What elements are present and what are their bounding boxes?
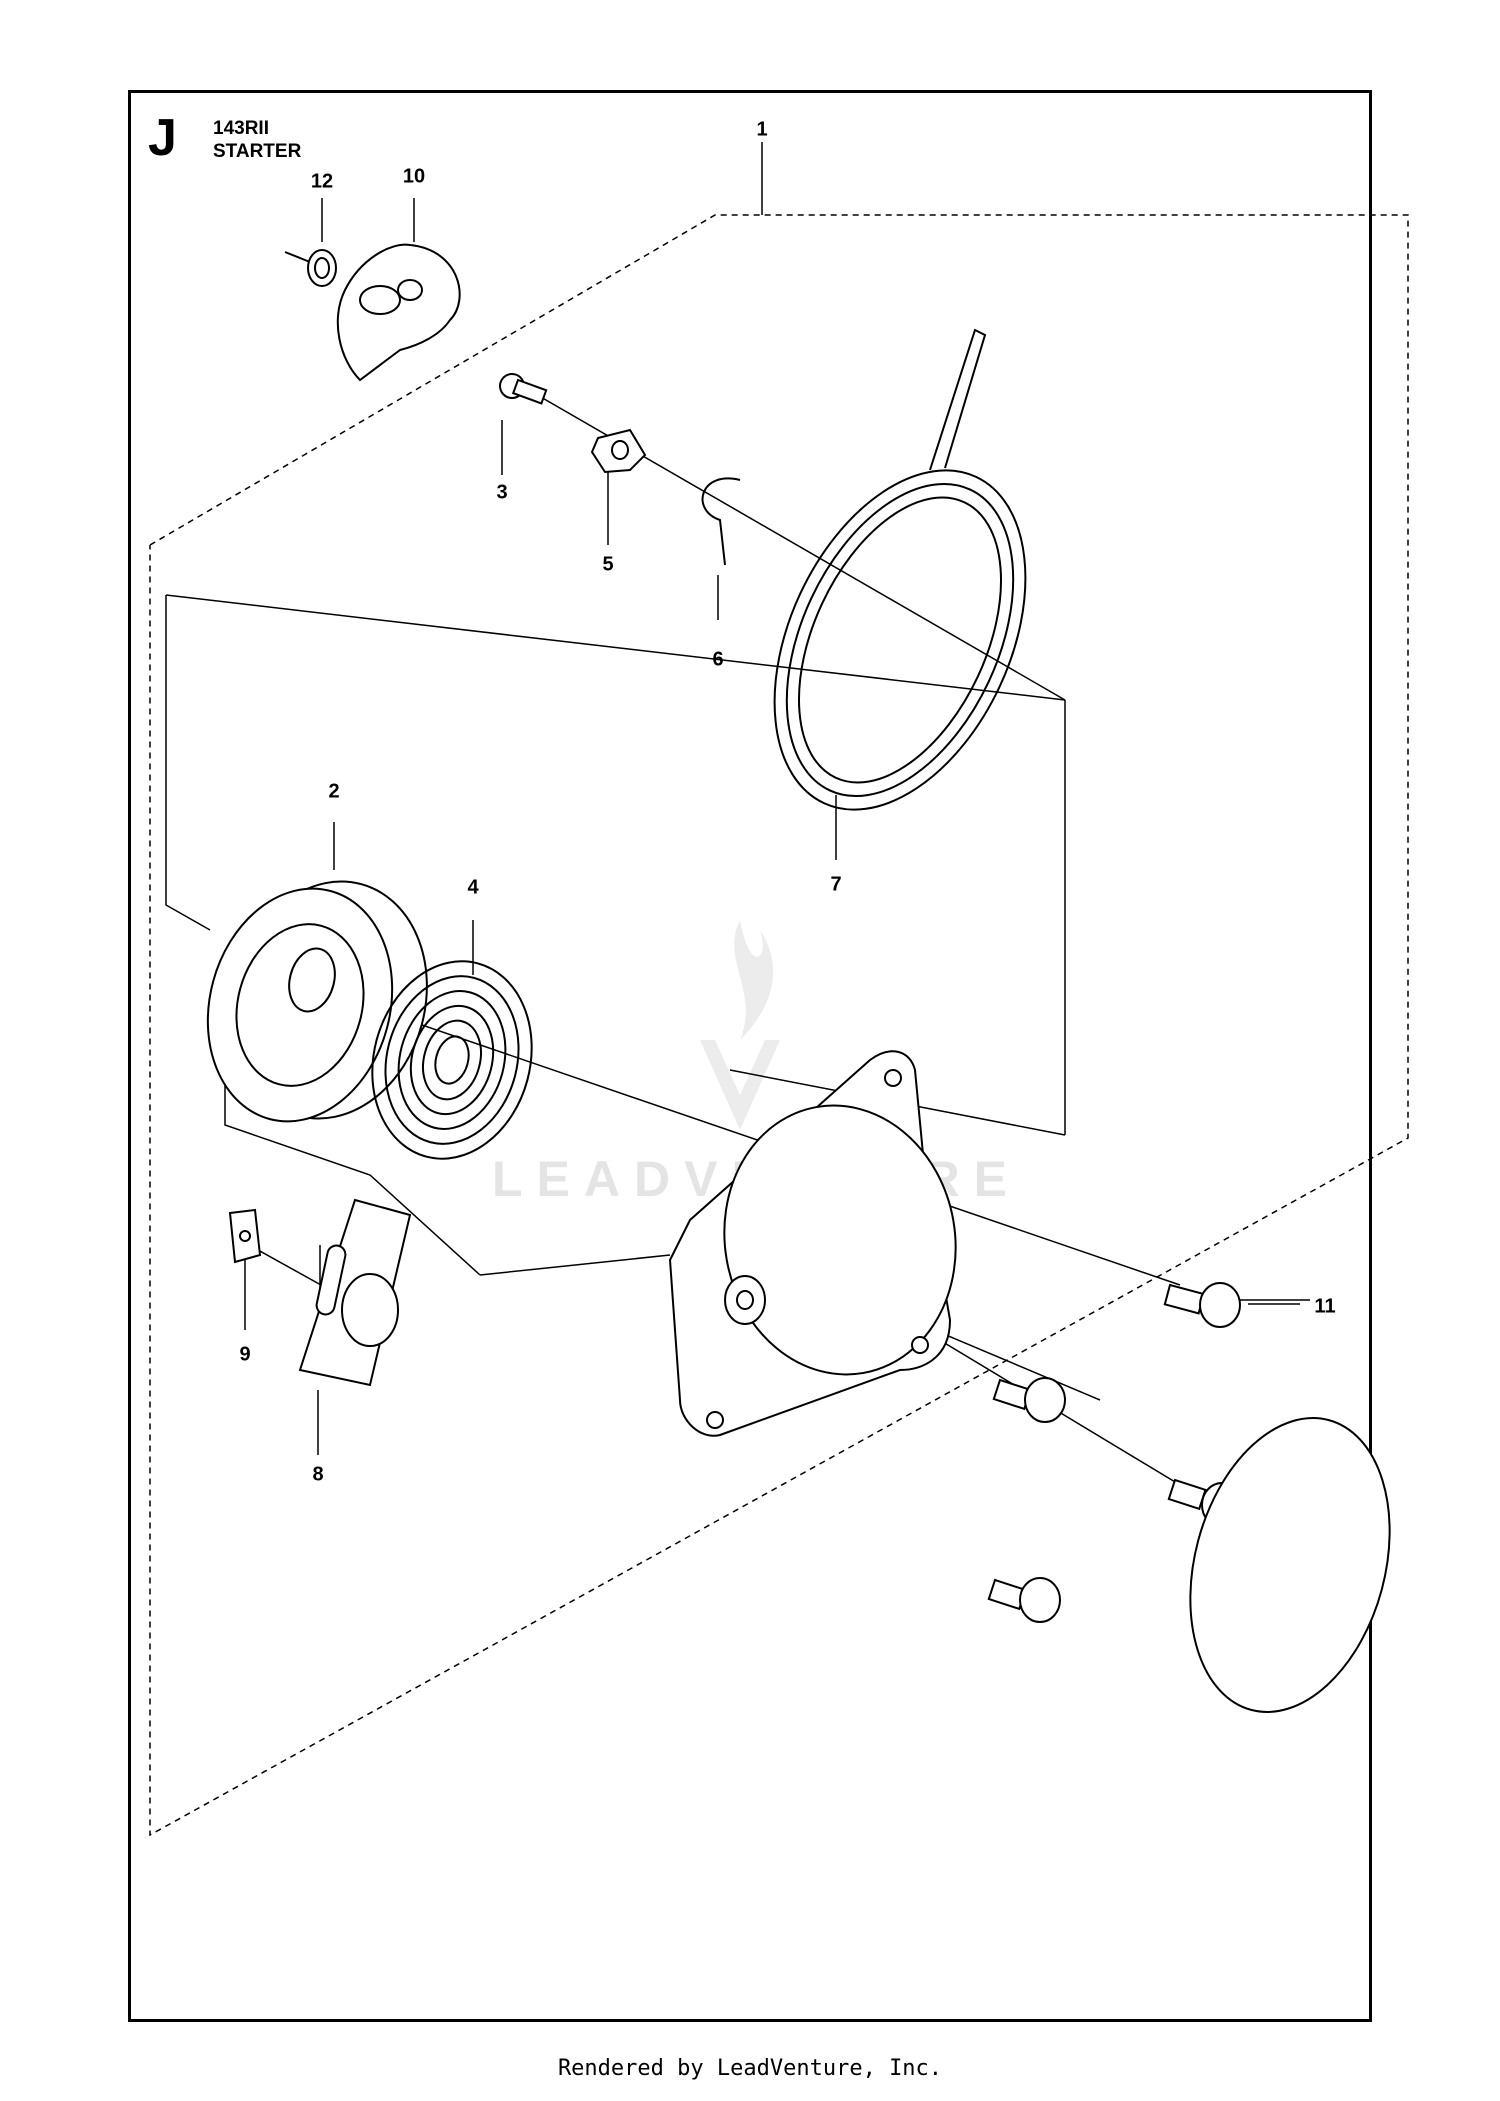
part-4-recoil-spring [371, 960, 533, 1160]
leader-lines [244, 198, 1300, 1455]
watermark-logo [700, 920, 780, 1130]
callout-12: 12 [310, 170, 334, 193]
part-5-nut [590, 428, 647, 474]
part-7-starter-cord [773, 328, 1027, 811]
model-name: 143RII [213, 118, 269, 139]
sub-assembly-outline [165, 594, 1066, 1276]
part-11-screw [1163, 1282, 1241, 1328]
diagram-frame [128, 90, 1372, 2022]
part-2-pulley [206, 880, 428, 1123]
part-6-clip [701, 477, 741, 566]
callout-9: 9 [239, 1343, 251, 1366]
part-12-bushing [284, 249, 337, 287]
section-letter: J [148, 109, 177, 167]
cover-disk [1189, 1417, 1391, 1713]
callout-10: 10 [402, 165, 426, 188]
diagram-title: STARTER [213, 141, 302, 162]
callout-1: 1 [756, 118, 768, 141]
callout-6: 6 [712, 648, 724, 671]
starter-housing [668, 1050, 957, 1437]
callout-2: 2 [328, 780, 340, 803]
callout-8: 8 [312, 1463, 324, 1486]
callout-3: 3 [496, 481, 508, 504]
callout-7: 7 [830, 873, 842, 896]
footer-credit: Rendered by LeadVenture, Inc. [557, 2056, 943, 2081]
callout-5: 5 [602, 553, 614, 576]
part-10-washer [336, 243, 461, 382]
callout-11: 11 [1314, 1295, 1336, 1318]
part-8-pawl [298, 1198, 412, 1387]
part-3-screw [499, 373, 548, 405]
callout-4: 4 [467, 876, 479, 899]
assembly-boundary [149, 214, 1409, 1837]
part-9-nut [228, 1208, 262, 1264]
